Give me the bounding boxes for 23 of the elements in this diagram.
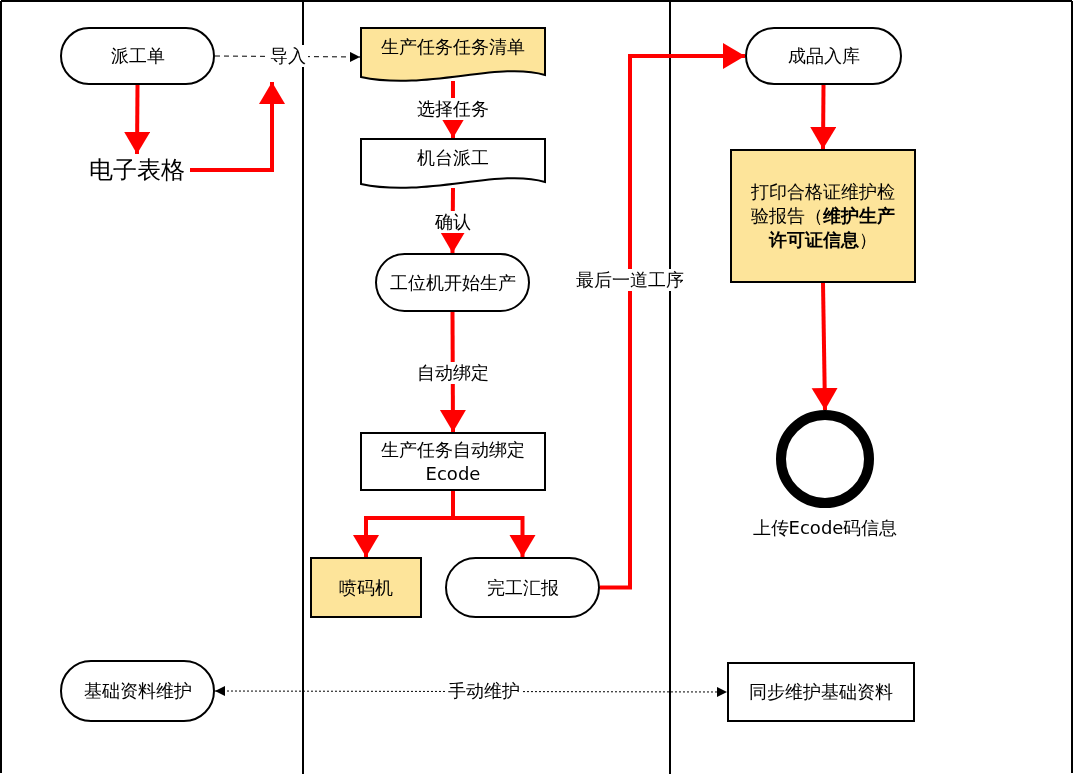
arrow [190, 82, 285, 172]
terminal-shape: 派工单 [60, 27, 215, 85]
edge-label: 选择任务 [415, 98, 491, 120]
arrow [124, 85, 151, 154]
arrow [600, 43, 745, 590]
edge-label: 手动维护 [446, 680, 522, 702]
process-box: 喷码机 [310, 557, 422, 618]
edge-label: 导入 [268, 45, 308, 67]
process-box: 生产任务自动绑定Ecode [360, 432, 546, 491]
node-text: 电子表格 [84, 154, 190, 186]
terminal-shape: 成品入库 [745, 27, 902, 85]
edge-label: 最后一道工序 [574, 269, 686, 291]
terminal-shape: 完工汇报 [445, 557, 600, 618]
process-box: 同步维护基础资料 [727, 662, 915, 722]
end-circle [776, 410, 874, 508]
arrow [451, 491, 536, 557]
arrow [810, 85, 837, 149]
edge-label: 确认 [433, 211, 473, 233]
process-box: 打印合格证维护检验报告（维护生产许可证信息） [730, 149, 916, 283]
node-caption: 上传Ecode码信息 [750, 517, 900, 539]
arrow [811, 282, 838, 411]
terminal-shape: 工位机开始生产 [375, 253, 530, 312]
terminal-shape: 基础资料维护 [60, 660, 215, 722]
